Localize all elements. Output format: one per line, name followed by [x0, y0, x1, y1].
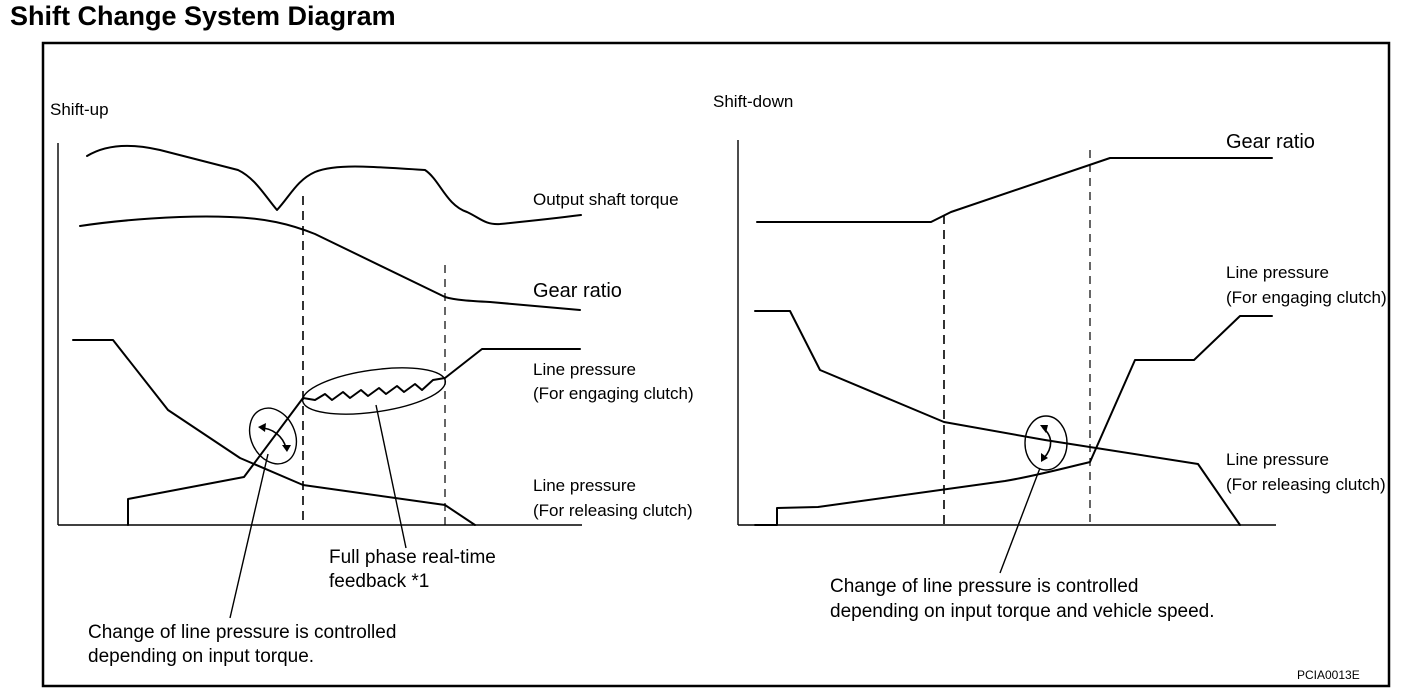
- figure-code: PCIA0013E: [1297, 668, 1360, 682]
- shift-down-arrowhead-icon: [1041, 453, 1048, 462]
- shift-down-line-pressure-releasing-curve: [754, 310, 1241, 526]
- shift-up-torque-callout-line2: depending on input torque.: [88, 646, 314, 667]
- shift-up-torque-leader: [229, 453, 269, 619]
- shift-down-line-pressure-releasing-sublabel: (For releasing clutch): [1226, 475, 1386, 494]
- shift-up-feedback-callout-line2: feedback *1: [329, 571, 429, 592]
- shift-down-control-leader: [999, 467, 1041, 574]
- shift-up-heading: Shift-up: [50, 100, 109, 119]
- shift-down-control-ellipse: [1024, 415, 1068, 471]
- shift-up-arrowhead-icon: [282, 445, 291, 452]
- shift-up-output-shaft-torque-label: Output shaft torque: [533, 190, 679, 209]
- shift-down-line-pressure-engaging-sublabel: (For engaging clutch): [1226, 288, 1387, 307]
- shift-up-feedback-callout-line1: Full phase real-time: [329, 547, 496, 568]
- shift-up-feedback-leader: [375, 404, 407, 549]
- shift-down-arrowhead-icon: [1040, 425, 1048, 433]
- shift-down-panel: Shift-down Gear ratio Line pressure (For…: [713, 92, 1387, 622]
- shift-up-line-pressure-engaging-label: Line pressure: [533, 360, 636, 379]
- shift-down-gear-ratio-curve: [756, 157, 1273, 223]
- shift-down-line-pressure-engaging-curve: [754, 315, 1273, 526]
- shift-up-gear-ratio-curve: [79, 215, 581, 311]
- shift-up-torque-control-ellipse: [248, 407, 298, 465]
- shift-up-line-pressure-engaging-curve: [127, 348, 581, 526]
- page-title: Shift Change System Diagram: [10, 1, 396, 31]
- shift-up-line-pressure-releasing-label: Line pressure: [533, 476, 636, 495]
- shift-down-line-pressure-engaging-label: Line pressure: [1226, 263, 1329, 282]
- shift-down-line-pressure-releasing-label: Line pressure: [1226, 450, 1329, 469]
- shift-up-line-pressure-engaging-sublabel: (For engaging clutch): [533, 384, 694, 403]
- figure-frame: [41, 41, 1391, 688]
- shift-up-output-shaft-torque-curve: [86, 145, 582, 226]
- shift-up-line-pressure-releasing-curve: [72, 339, 476, 526]
- shift-down-double-arrow-icon: [1042, 427, 1052, 459]
- shift-down-heading: Shift-down: [713, 92, 793, 111]
- shift-up-torque-callout-line1: Change of line pressure is controlled: [88, 622, 396, 643]
- shift-down-gear-ratio-label: Gear ratio: [1226, 131, 1315, 153]
- shift-up-panel: Shift-up Output shaft torque Gear ratio …: [50, 100, 694, 667]
- shift-up-arrowhead-icon: [258, 423, 266, 432]
- shift-up-line-pressure-releasing-sublabel: (For releasing clutch): [533, 501, 693, 520]
- shift-down-callout-line1: Change of line pressure is controlled: [830, 576, 1138, 597]
- shift-up-gear-ratio-label: Gear ratio: [533, 280, 622, 302]
- shift-down-callout-line2: depending on input torque and vehicle sp…: [830, 601, 1215, 622]
